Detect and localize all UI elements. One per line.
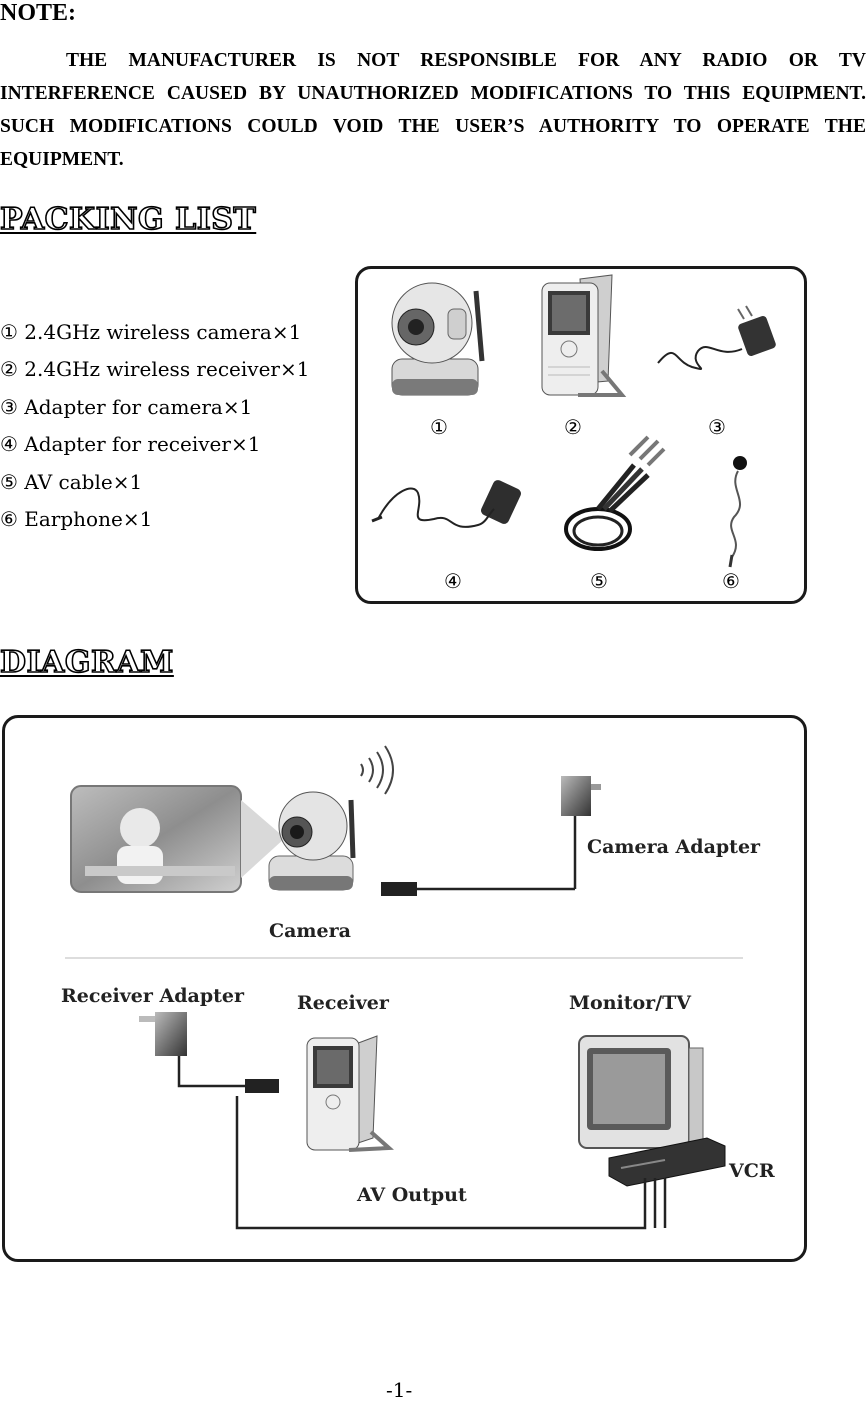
label-receiver: Receiver (297, 992, 389, 1014)
diagram-title: DIAGRAM (0, 644, 174, 681)
packing-list: ① 2.4GHz wireless camera×1 ② 2.4GHz wire… (0, 314, 309, 538)
figure-number: ② (564, 415, 582, 439)
figure-number: ⑤ (590, 569, 608, 593)
vcr-icon (608, 1137, 726, 1187)
note-body: THE MANUFACTURER IS NOT RESPONSIBLE FOR … (0, 44, 866, 176)
connection-diagram-illustration (65, 745, 743, 1230)
camera-adapter-icon (657, 305, 776, 371)
camera-icon (268, 791, 356, 891)
figure-number: ⑥ (722, 569, 740, 593)
label-receiver-adapter: Receiver Adapter (61, 985, 245, 1007)
packing-list-item: ⑥ Earphone×1 (0, 506, 153, 531)
page-number: -1- (386, 1378, 413, 1402)
tv-icon (578, 1035, 704, 1149)
camera-adapter-icon (561, 776, 601, 816)
figure-number: ③ (708, 415, 726, 439)
label-camera: Camera (269, 920, 351, 942)
receiver-plug (245, 1079, 279, 1093)
figure-number: ① (430, 415, 448, 439)
receiver-adapter-icon (139, 1012, 187, 1056)
packing-list-item: ④ Adapter for receiver×1 (0, 432, 261, 457)
camera-plug (381, 882, 417, 896)
av-cable-icon (564, 435, 666, 551)
label-monitor-tv: Monitor/TV (569, 992, 692, 1014)
label-av-output: AV Output (357, 1184, 467, 1206)
receiver-icon (541, 274, 627, 397)
camera-icon (391, 282, 485, 396)
camera-view-photo (70, 785, 285, 893)
earphone-icon (728, 456, 747, 568)
label-camera-adapter: Camera Adapter (587, 836, 761, 858)
packing-items-illustration (371, 274, 776, 568)
label-vcr: VCR (729, 1160, 775, 1182)
receiver-adapter-icon (371, 480, 521, 528)
figure-number: ④ (444, 569, 462, 593)
note-title: NOTE: (0, 0, 77, 26)
packing-list-item: ② 2.4GHz wireless receiver×1 (0, 357, 310, 382)
packing-list-title: PACKING LIST (0, 201, 257, 238)
packing-list-item: ⑤ AV cable×1 (0, 469, 143, 494)
note-body-text: THE MANUFACTURER IS NOT RESPONSIBLE FOR … (0, 50, 866, 170)
packing-list-item: ① 2.4GHz wireless camera×1 (0, 320, 302, 344)
packing-list-item: ③ Adapter for camera×1 (0, 394, 253, 419)
connection-diagram: Camera Camera Adapter Receiver Adapter R… (2, 715, 807, 1262)
receiver-icon (306, 1035, 394, 1152)
wireless-signal-icon (360, 745, 394, 795)
packing-list-figure: ① ② ③ ④ ⑤ ⑥ (355, 266, 807, 604)
